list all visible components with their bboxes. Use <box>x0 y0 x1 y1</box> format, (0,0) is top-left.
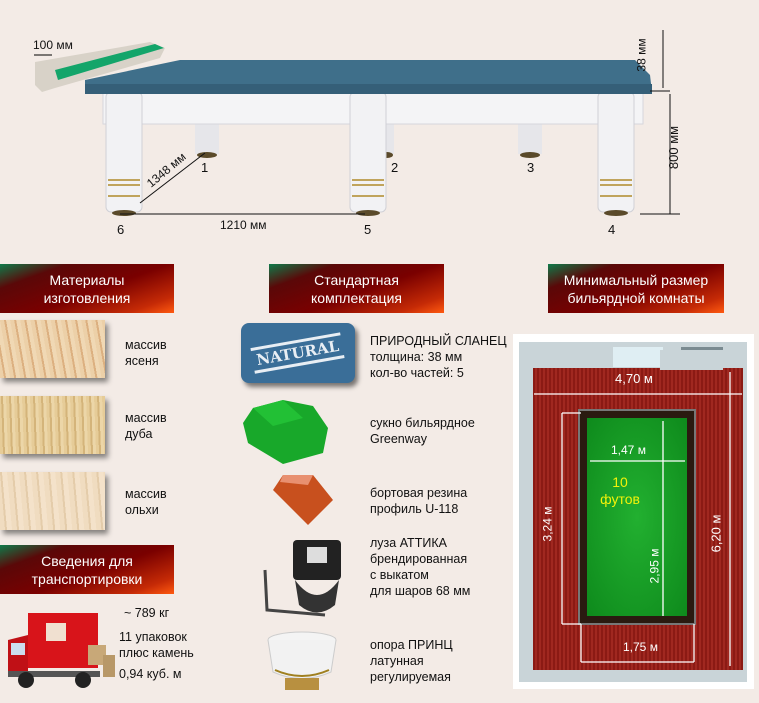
packages: 11 упаковок <box>119 630 187 644</box>
room-width-label: 4,70 м <box>615 371 653 386</box>
leg-number: 2 <box>391 160 399 175</box>
alder-wood-sample <box>0 472 105 530</box>
leg-number: 3 <box>527 160 535 175</box>
slate-icon: NATURAL <box>241 323 355 383</box>
pocket-icon <box>263 540 341 617</box>
banner-title: Минимальный размер <box>563 271 709 288</box>
banner-title: бильярдной комнаты <box>567 289 705 306</box>
table-length-label: 3,24 м <box>540 506 555 542</box>
table-outline <box>578 409 696 625</box>
banner-title: изготовления <box>43 289 131 306</box>
leg-number: 5 <box>364 222 372 237</box>
leg-support-icon <box>267 631 337 690</box>
table-cloth <box>587 418 687 616</box>
cushion-rubber-icon <box>273 475 333 525</box>
slate-stamp: NATURAL <box>250 332 346 374</box>
truck-icon <box>8 613 115 688</box>
wall-corner <box>660 350 723 370</box>
room-plan: 4,70 м 6,20 м 3,24 м 1,75 м 1,47 м 2,95 … <box>513 334 754 689</box>
banner-title: транспортировки <box>31 570 143 587</box>
leg-number: 4 <box>608 222 616 237</box>
banner-title: Материалы <box>49 271 125 288</box>
banner-title: Стандартная <box>314 271 399 288</box>
banner-title: Сведения для <box>41 552 133 569</box>
materials-banner: Материалы изготовления <box>0 264 174 313</box>
transport-banner: Сведения для транспортировки <box>0 545 174 594</box>
ash-wood-sample <box>0 320 105 378</box>
rail-width-label: 100 мм <box>33 38 73 52</box>
leg-number: 6 <box>117 222 125 237</box>
room-length-label: 6,20 м <box>708 514 724 553</box>
table-width-label: 1,75 м <box>623 640 658 654</box>
banner-title: комплектация <box>311 289 402 306</box>
play-width-label: 1,47 м <box>611 443 646 457</box>
height-label: 800 мм <box>666 125 682 170</box>
play-length-label: 2,95 м <box>647 548 662 584</box>
volume: 0,94 куб. м <box>119 667 182 681</box>
room-banner: Минимальный размер бильярдной комнаты <box>548 264 724 313</box>
slate-thickness-label: 38 мм <box>634 38 649 72</box>
weight: ~ 789 кг <box>124 606 170 620</box>
leg-number: 1 <box>201 160 209 175</box>
standard-banner: Стандартная комплектация <box>269 264 444 313</box>
diagonal-dim-line <box>139 152 206 204</box>
packages-note: плюс камень <box>119 646 194 660</box>
cloth-icon <box>243 400 328 464</box>
leg-spacing-label: 1210 мм <box>220 218 267 232</box>
window <box>613 347 663 367</box>
table-illustration <box>34 30 680 216</box>
rail-profile <box>34 42 165 92</box>
oak-wood-sample <box>0 396 105 454</box>
room-dimension-lines <box>534 372 742 666</box>
